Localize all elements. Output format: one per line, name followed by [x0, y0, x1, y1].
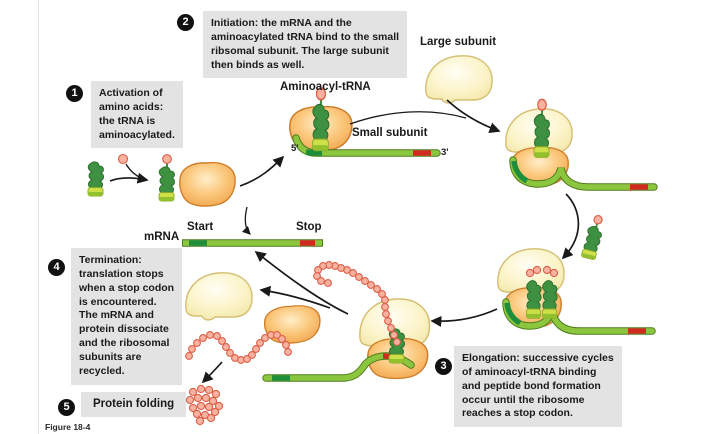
- polypeptide-chain-growing: [313, 261, 401, 346]
- arrow-trna-enters: [561, 193, 580, 260]
- termination-note: Termination: translation stops when a st…: [71, 248, 183, 385]
- elongation-note: Elongation: successive cycles of aminoac…: [454, 346, 622, 428]
- step-5-badge: 5: [58, 399, 75, 416]
- stop-label: Stop: [296, 221, 322, 233]
- arrow-large-subunit-binds: [446, 99, 501, 133]
- step-1-badge: 1: [66, 85, 83, 102]
- arrow-activation: [109, 172, 149, 184]
- page-edge-line: [38, 0, 39, 434]
- polypeptide-chain-released: [185, 331, 292, 364]
- five-prime-label: 5': [291, 143, 299, 154]
- start-codon-initiation: [305, 149, 323, 156]
- large-subunit-label: Large subunit: [420, 36, 497, 48]
- arrow-to-initiation: [239, 155, 285, 187]
- protein-folding-note: Protein folding: [81, 392, 187, 418]
- arrow-subunit-released: [259, 285, 331, 309]
- large-subunit-shape-free: [425, 55, 493, 104]
- folded-protein-icon: [185, 384, 224, 426]
- start-label: Start: [187, 221, 214, 233]
- aminoacyl-trna-label: Aminoacyl-tRNA: [280, 81, 371, 93]
- arrow-elongation-cycle: [430, 308, 498, 327]
- aminoacylated-trna-icon: [159, 155, 175, 201]
- small-subunit-label: Small subunit: [352, 127, 428, 139]
- arrow-mrna-released: [254, 250, 349, 315]
- arrow-mrna-binds: [241, 206, 251, 235]
- mrna-label: mRNA: [144, 231, 180, 243]
- step-3-badge: 3: [435, 358, 452, 375]
- trna-in-ribosome1: [534, 99, 550, 157]
- arrow-protein-folding: [201, 361, 223, 384]
- step-4-badge: 4: [48, 259, 65, 276]
- activation-note: Activation of amino acids: the tRNA is a…: [91, 81, 183, 149]
- figure-caption: Figure 18-4: [45, 422, 91, 432]
- incoming-aminoacyl-trna-icon: [581, 214, 606, 260]
- amino-acid-icon: [117, 153, 129, 165]
- initiation-note: Initiation: the mRNA and the aminoacylat…: [203, 11, 408, 79]
- amino-acid-join-line: [125, 163, 142, 179]
- trna-pair-in-ribosome2: [525, 265, 559, 319]
- large-subunit-recycled: [185, 272, 253, 321]
- arc-initiation-to-ribosome: [349, 111, 467, 125]
- start-codon-ribosome1: [511, 160, 529, 184]
- step-2-badge: 2: [177, 14, 194, 31]
- aminoacyl-trna-in-initiation: [313, 88, 329, 151]
- three-prime-label: 3': [441, 147, 449, 158]
- small-subunit-shape-free: [179, 161, 236, 207]
- uncharged-trna-icon: [87, 161, 105, 197]
- start-codon-ribosome2: [504, 302, 522, 326]
